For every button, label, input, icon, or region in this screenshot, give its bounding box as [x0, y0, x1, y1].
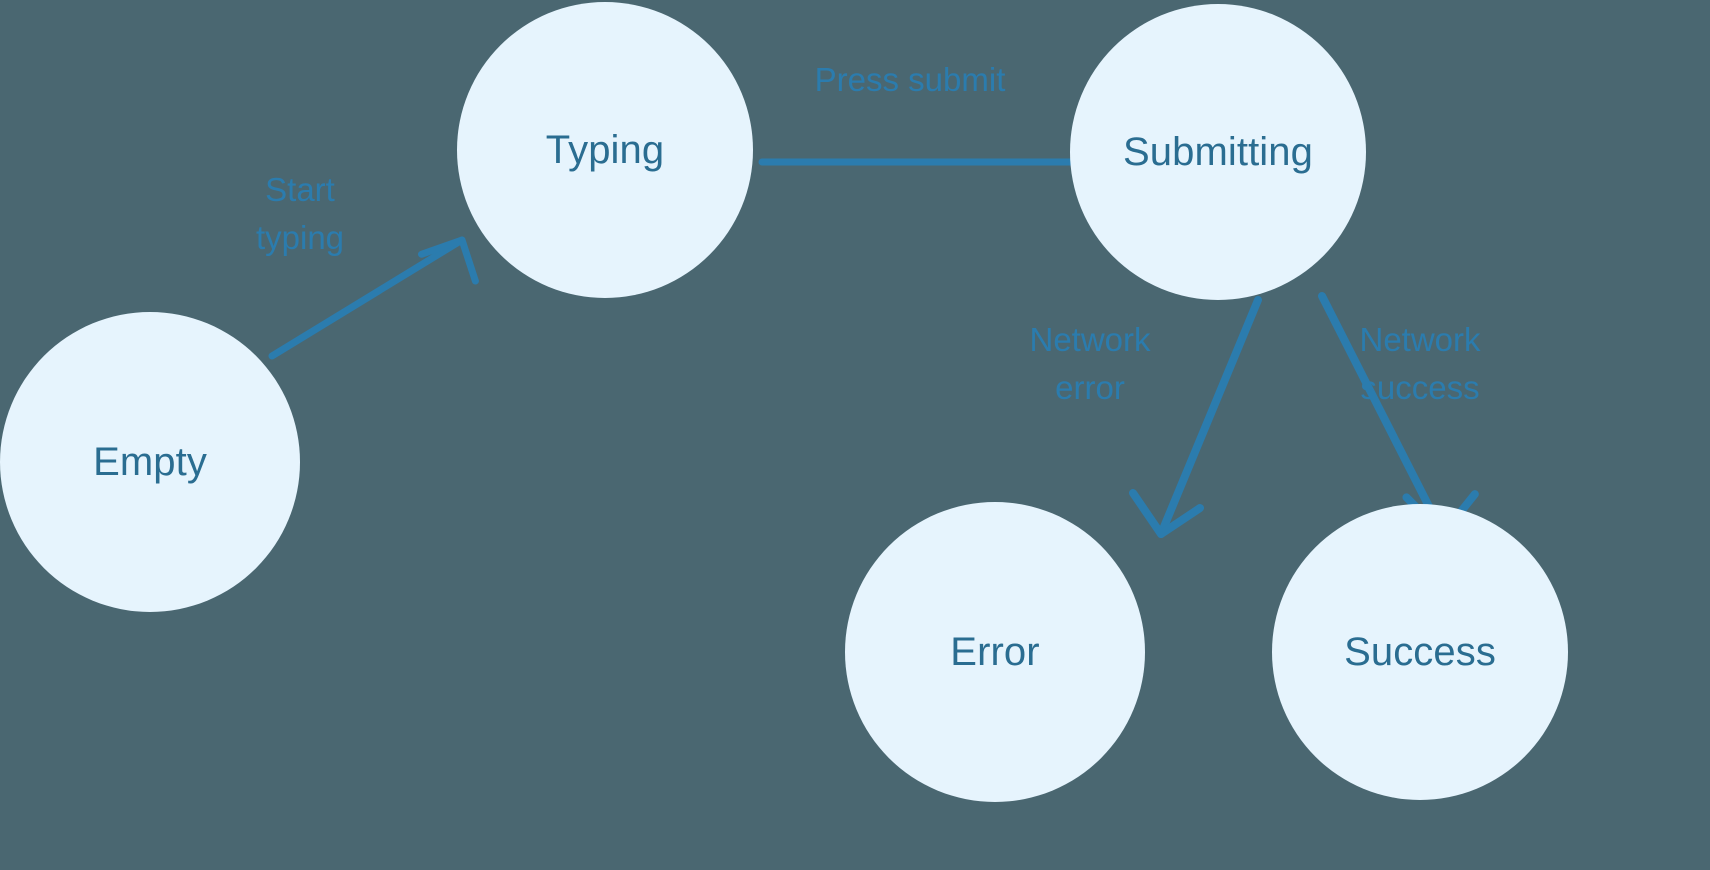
edge-empty-to-typing	[268, 236, 479, 360]
state-node-error[interactable]: Error	[845, 502, 1145, 802]
edge-label-network-error: Network error	[1029, 321, 1151, 406]
state-node-submitting-label: Submitting	[1123, 130, 1313, 174]
state-node-success-label: Success	[1344, 630, 1496, 674]
state-node-typing-label: Typing	[545, 128, 665, 172]
edge-label-network-success: Network success	[1359, 321, 1481, 406]
state-node-success[interactable]: Success	[1272, 504, 1568, 800]
edge-label-start-typing: Start typing	[255, 171, 345, 256]
state-node-empty[interactable]: Empty	[0, 312, 300, 612]
edge-submitting-to-error	[1129, 296, 1262, 538]
edge-label-press-submit: Press submit	[814, 61, 1006, 98]
state-node-empty-label: Empty	[93, 440, 207, 484]
state-node-error-label: Error	[950, 630, 1040, 674]
state-node-submitting[interactable]: Submitting	[1070, 4, 1366, 300]
state-node-typing[interactable]: Typing	[457, 2, 753, 298]
